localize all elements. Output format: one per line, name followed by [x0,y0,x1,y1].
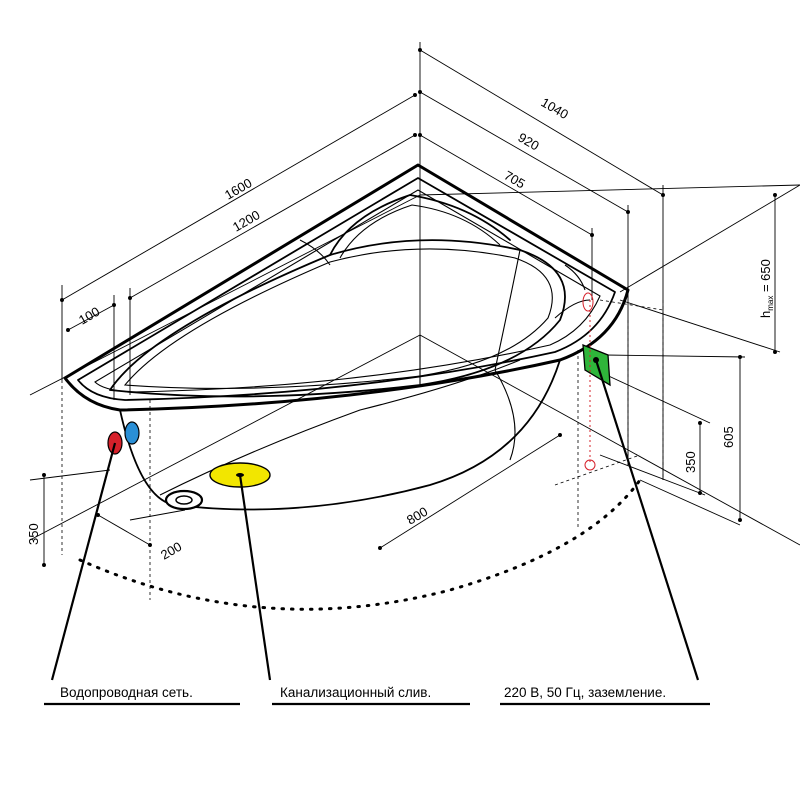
dimension-lines-bottom [29,433,562,567]
pump-indicator [582,292,596,471]
bottom-drain-outlet [164,489,204,511]
dim-350-left-label: 350 [26,523,41,545]
dim-200-label: 200 [158,539,184,563]
dim-800-label: 800 [404,504,430,528]
hmax-value: = 650 [758,259,773,296]
dimension-lines-top [60,42,665,480]
bathtub-body [63,163,630,511]
dim-100-label: 100 [76,304,102,328]
dim-705-label: 705 [502,168,528,192]
dim-1200-label: 1200 [230,207,263,234]
dim-350-right-label: 350 [683,451,698,473]
callout-leaders [44,359,710,706]
dim-605-label: 605 [721,426,736,448]
cold-water-connection [124,421,140,445]
dim-hmax-label: hmax = 650 [758,259,775,318]
hmax-subscript: max [766,296,775,311]
callout-drain: Канализационный слив. [280,685,431,700]
dashed-projections [61,299,664,600]
dimension-lines-right [599,184,800,526]
callout-power: 220 В, 50 Гц, заземление. [504,685,666,700]
dim-1040-label: 1040 [539,95,572,122]
callout-water-supply: Водопроводная сеть. [60,685,193,700]
dim-1600-label: 1600 [222,175,255,202]
hmax-h: h [758,311,773,318]
